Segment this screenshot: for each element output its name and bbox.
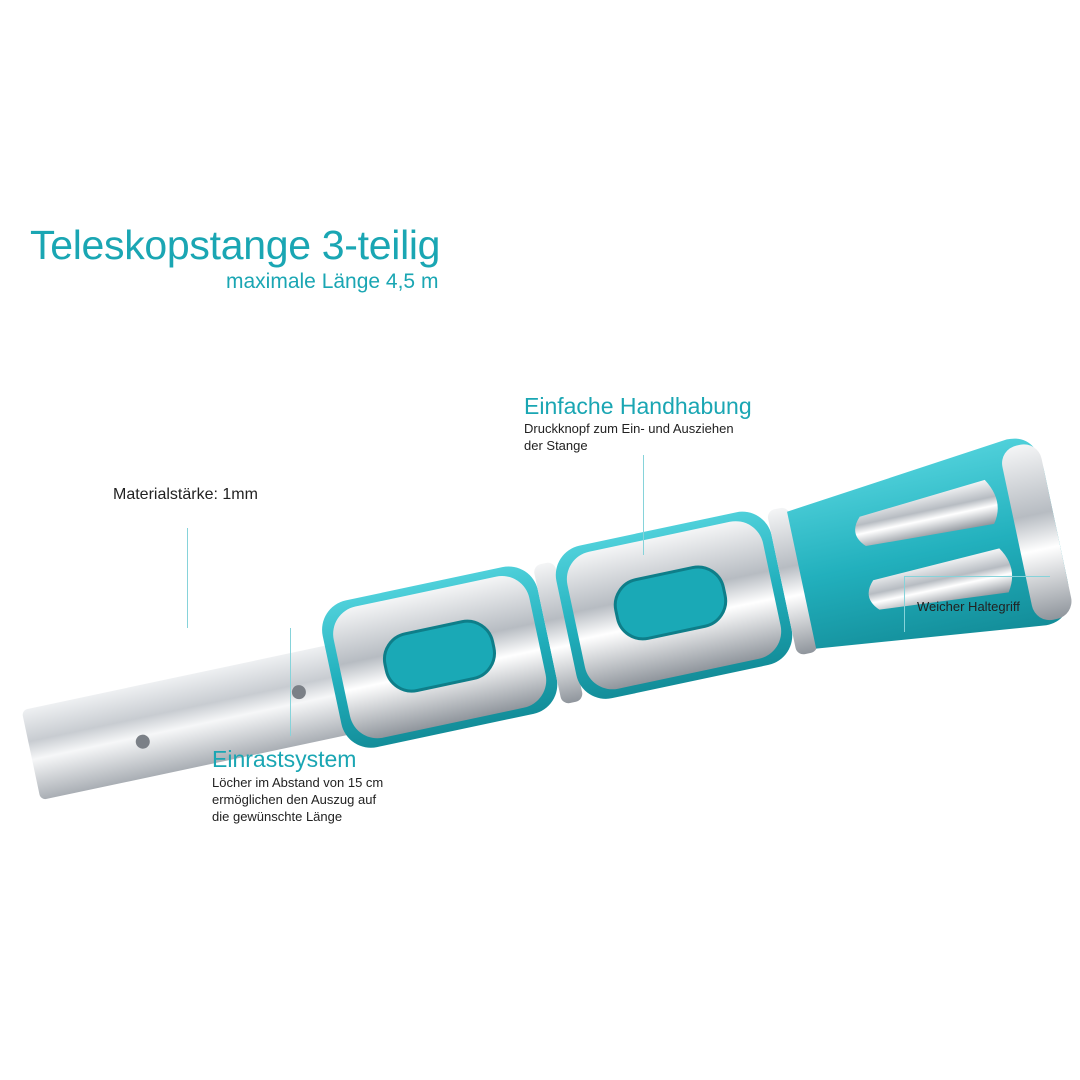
handling-heading: Einfache Handhabung <box>524 393 752 419</box>
push-button-icon <box>613 565 728 641</box>
lock-hole <box>291 685 306 700</box>
soft-grip <box>787 438 1070 649</box>
handling-callout-line <box>643 455 644 555</box>
grip-label: Weicher Haltegriff <box>917 599 1020 614</box>
page-title: Teleskopstange 3-teilig <box>30 222 441 268</box>
material-thickness-label: Materialstärke: 1mm <box>113 486 258 503</box>
grip-callout-line-h <box>904 576 1050 577</box>
locking-text: Löcher im Abstand von 15 cm ermöglichen … <box>212 775 384 824</box>
locking-callout-line <box>290 628 291 736</box>
page-subtitle: maximale Länge 4,5 m <box>226 270 439 293</box>
handling-text: Druckknopf zum Ein- und Ausziehen der St… <box>524 421 734 453</box>
push-button-icon <box>382 619 496 693</box>
locking-heading: Einrastsystem <box>212 746 357 772</box>
lock-hole <box>135 734 150 749</box>
material-callout-line <box>187 528 188 628</box>
grip-callout-line-v <box>904 576 905 632</box>
